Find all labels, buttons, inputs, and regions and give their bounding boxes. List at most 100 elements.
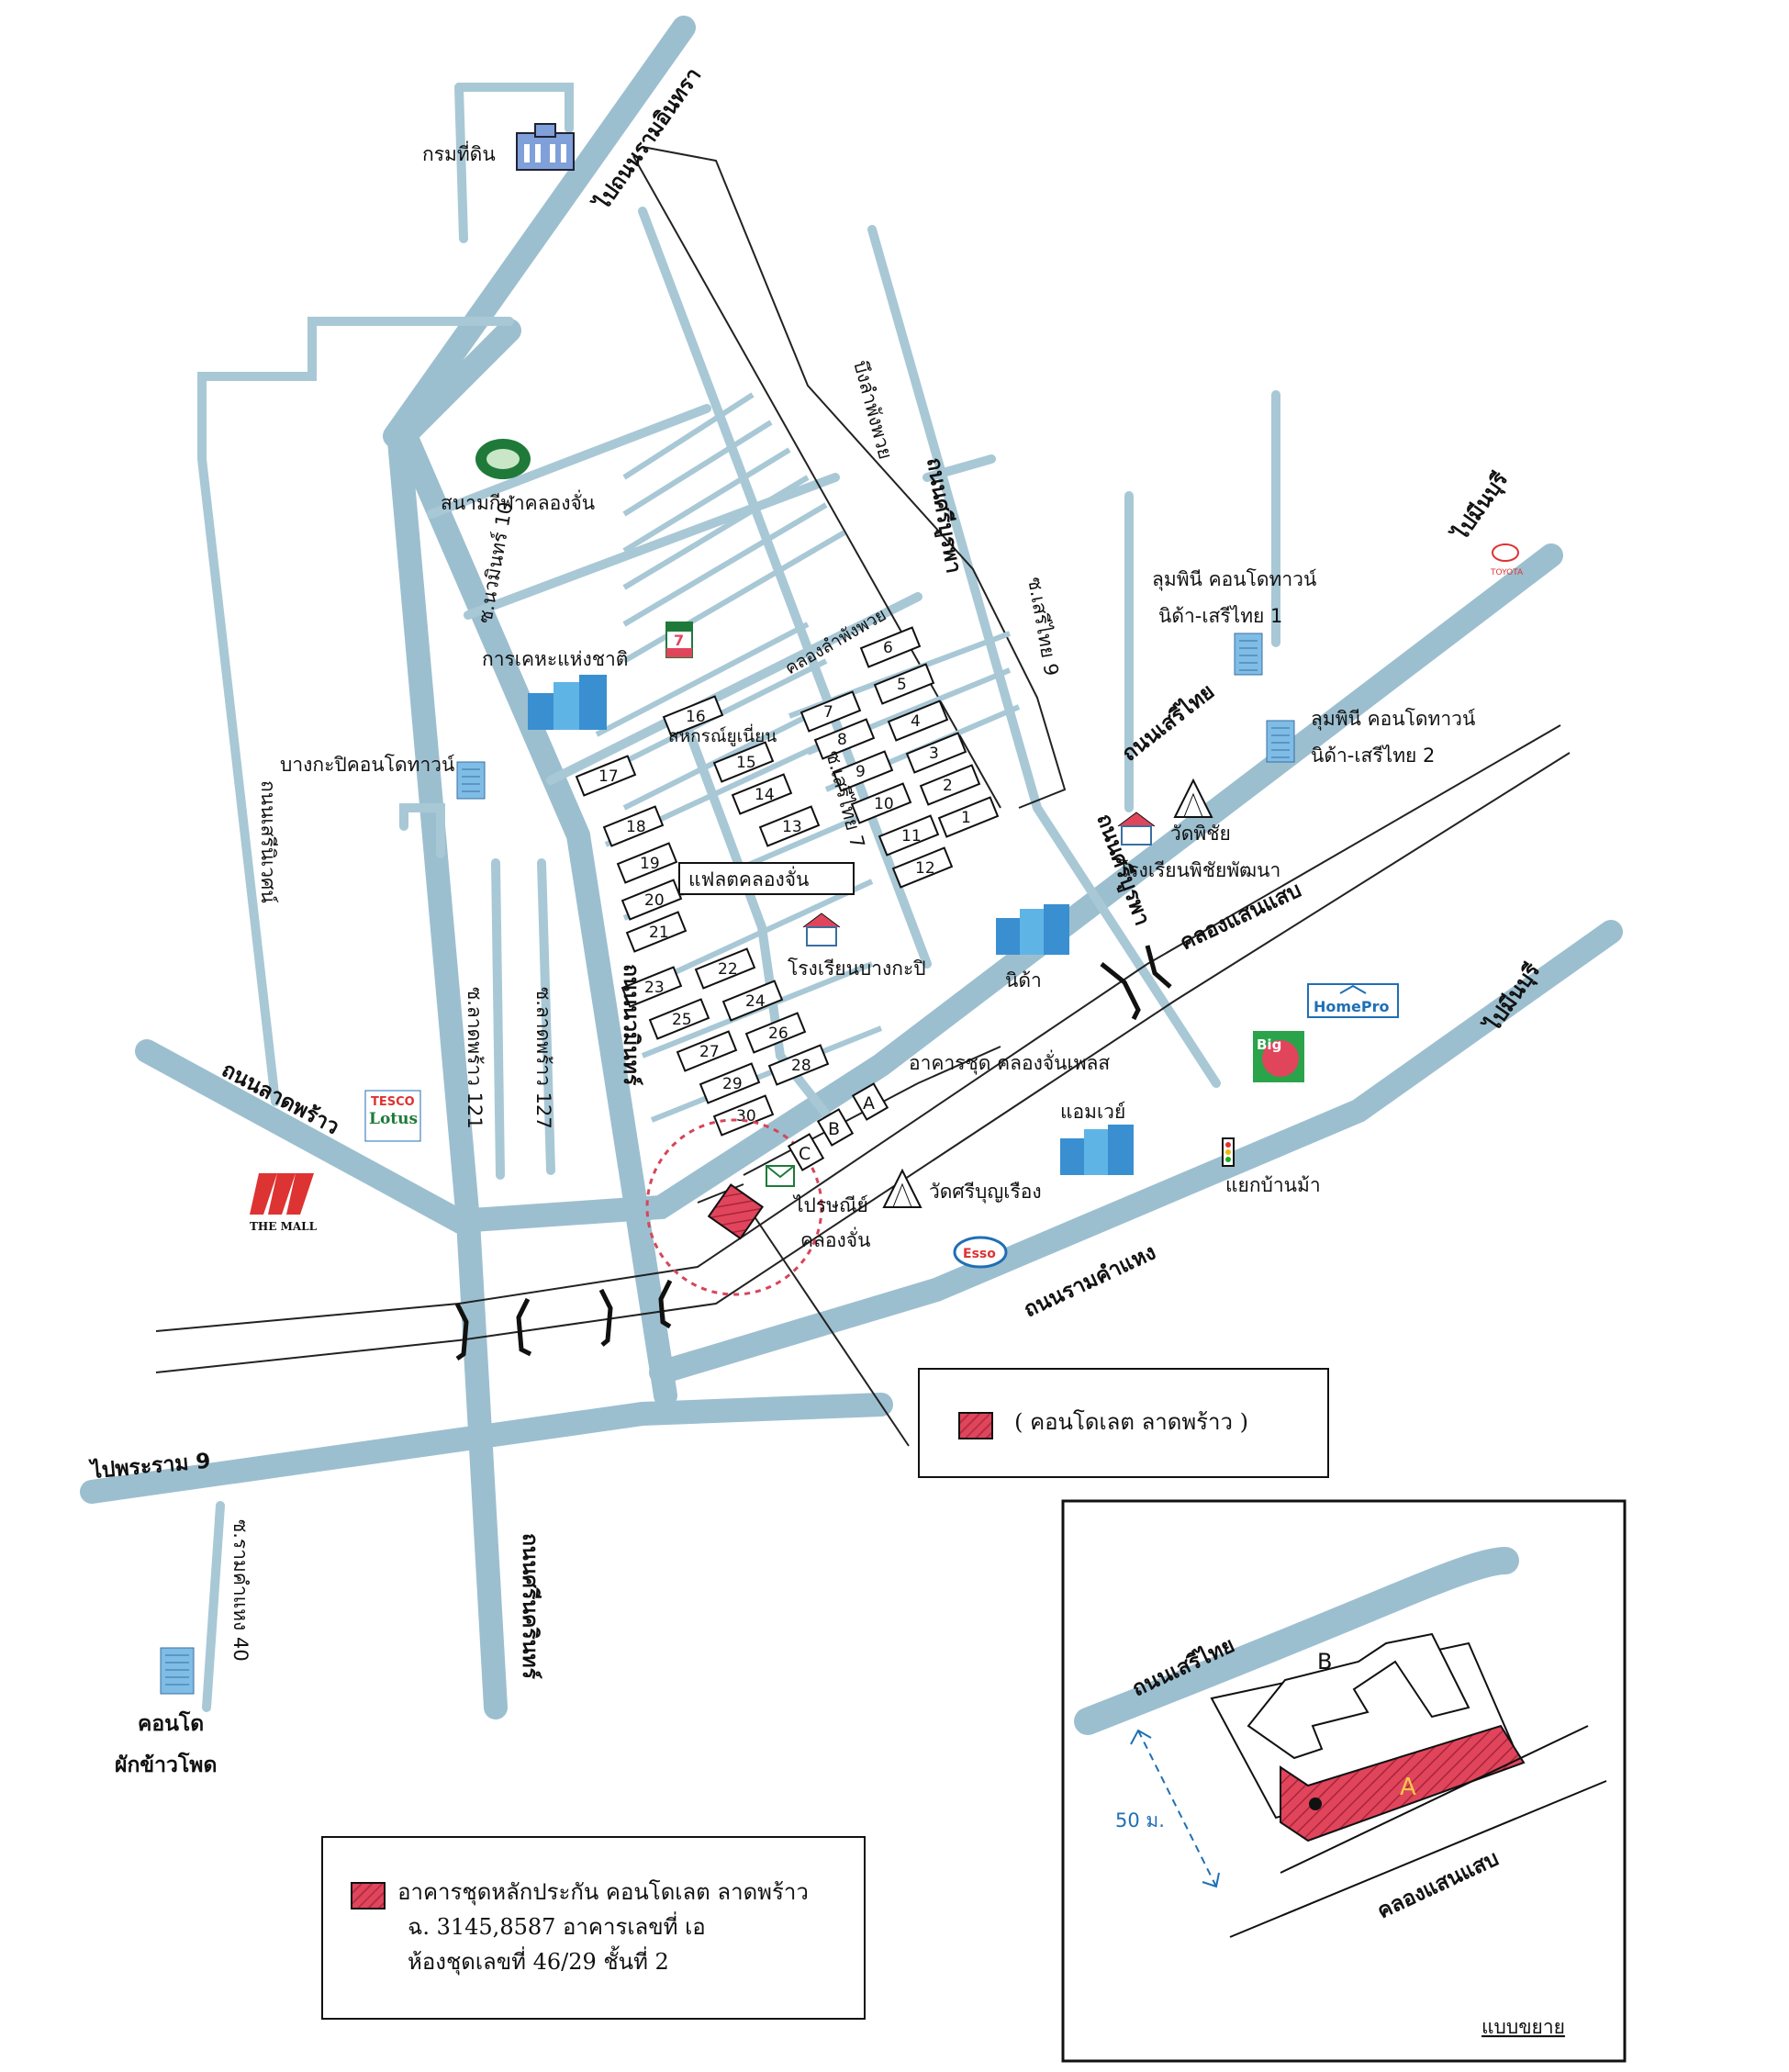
inset-caption: แบบขยาย (1482, 2016, 1565, 2038)
svg-text:TOYOTA: TOYOTA (1490, 568, 1524, 577)
flat-building (919, 764, 981, 806)
canal-klong-saen-saep-lower (155, 752, 1571, 1373)
flat-building (712, 1094, 775, 1137)
road-latphrao121 (491, 858, 505, 1180)
subject-callout: ( คอนโดเลต ลาดพร้าว ) (918, 1368, 1329, 1478)
place-icons: 7 TOYOTA (160, 123, 1524, 1695)
label-latphrao121: ซ.ลาดพร้าว 121 (464, 987, 486, 1129)
road-seriwaiting (197, 317, 514, 464)
svg-text:Esso: Esso (963, 1247, 996, 1261)
flat-building (712, 741, 775, 783)
big-c-logo: Big (1253, 1031, 1304, 1082)
flat-building (873, 663, 935, 705)
flat-building-number: 12 (915, 859, 935, 878)
road-latphrao127 (537, 858, 555, 1175)
legend-line-1: อาคารชุดหลักประกัน คอนโดเลต ลาดพร้าว (397, 1879, 809, 1905)
road-lat-phrao (135, 543, 1563, 1234)
svg-text:HomePro: HomePro (1314, 998, 1390, 1015)
label-lumpini1-b: นิด้า-เสรีไทย 1 (1158, 605, 1282, 627)
flat-building-number: 28 (791, 1057, 811, 1075)
label-condo-pak-b: ผักข้าวโพด (115, 1752, 217, 1777)
flat-building (694, 947, 756, 990)
toyota-icon: TOYOTA (1490, 543, 1524, 577)
flat-building-number: 19 (640, 855, 660, 873)
label-post-office-a: ไปรษณีย์ (792, 1194, 868, 1216)
building-cluster-icon (528, 675, 607, 730)
label-phichai-school: โรงเรียนพิชัยพัฒนา (1118, 859, 1280, 881)
label-wat-phichai: วัดพิชัย (1170, 823, 1231, 845)
label-lumpini2-a: ลุมพินี คอนโดทาวน์ (1311, 708, 1476, 731)
road-left-arterial (386, 319, 521, 1719)
canal-bueng-lam-phang-phuai (642, 146, 1067, 809)
legend-box: อาคารชุดหลักประกัน คอนโดเลต ลาดพร้าว ฉ. … (321, 1836, 866, 2020)
label-bueng-lam-phang-phuai: บึงลำพังพวย (849, 358, 897, 462)
stadium-icon (475, 439, 531, 479)
legend-line-2: ฉ. 3145,8587 อาคารเลขที่ เอ (408, 1914, 706, 1940)
condo-icon (456, 761, 486, 800)
canal-klong-saen-saep-upper (155, 724, 1561, 1332)
major-roads (80, 16, 1623, 1719)
flat-building-number: 17 (598, 767, 619, 786)
flat-building (813, 718, 876, 760)
the-mall-logo: THE MALL (250, 1173, 318, 1233)
label-nida: นิด้า (1005, 969, 1042, 991)
flat-building (625, 911, 688, 953)
flat-building (648, 998, 710, 1040)
flat-building-number: 13 (782, 818, 802, 836)
label-si-burapha-top: ถนนศรีบูรพา (921, 456, 966, 576)
legend-swatch (351, 1881, 386, 1910)
label-min-buri-top: ไปมีนบุรี (1446, 466, 1514, 547)
building-cluster-icon (996, 904, 1069, 955)
svg-text:Big: Big (1257, 1036, 1281, 1053)
label-cooperative: สหกรณ์ยูเนี่ยน (668, 723, 777, 746)
label-lumpini2-b: นิด้า-เสรีไทย 2 (1311, 745, 1435, 767)
inset-distance-label: 50 ม. (1115, 1809, 1165, 1831)
condo-icon (1266, 720, 1295, 763)
block-a-label: A (863, 1093, 875, 1114)
flat-building (887, 700, 949, 742)
flat-building (575, 755, 637, 797)
road-ramkhamhaeng40 (202, 1501, 225, 1712)
flat-building-number: 30 (736, 1107, 756, 1126)
label-wat-sriboonruang: วัดศรีบุญเรือง (929, 1181, 1042, 1204)
bridges (454, 945, 1172, 1361)
label-ramkhamhaeng40: ซ.รามคำแหง 40 (229, 1519, 252, 1662)
flat-building-number: 20 (644, 891, 665, 910)
flat-building-number: 18 (626, 818, 646, 836)
flat-building-number: 23 (644, 979, 665, 997)
school-icon (1117, 812, 1156, 846)
road-si-burapha (867, 225, 1221, 1088)
label-serithai9: ซ.เสรีไทย 9 (1023, 576, 1063, 678)
road-ram-inthra (383, 16, 696, 448)
tesco-lotus-logo: TESCO Lotus (364, 1090, 421, 1142)
flat-building-number: 14 (755, 786, 775, 804)
flat-building (731, 773, 793, 815)
flat-building-number: 27 (699, 1043, 720, 1061)
bridge-2 (598, 1288, 613, 1347)
flat-building-number: 2 (943, 777, 953, 795)
label-bangkapi-condotown: บางกะปิคอนโดทาวน์ (280, 754, 455, 776)
label-ban-ma-junction: แยกบ้านม้า (1225, 1174, 1321, 1196)
bridge-3 (1100, 962, 1141, 1021)
homepro-logo: HomePro (1307, 983, 1399, 1018)
subject-pointer-line (747, 1206, 910, 1447)
legend-line-3: ห้องชุดเลขที่ 46/29 ชั้นที่ 2 (408, 1949, 669, 1975)
label-condo-pak-a: คอนโด (138, 1710, 204, 1736)
flat-building (878, 814, 940, 857)
building-cluster-icon (1060, 1125, 1134, 1175)
mail-icon (766, 1165, 795, 1187)
flat-klongchan-box (678, 862, 855, 895)
flat-building-number: 16 (686, 708, 706, 726)
condo-icon (1234, 633, 1263, 676)
flat-building (891, 846, 954, 889)
flat-building-number: 29 (722, 1075, 743, 1093)
callout-label: ( คอนโดเลต ลาดพร้าว ) (1014, 1409, 1248, 1435)
label-stadium: สนามกีฬาคลองจั่น (441, 489, 595, 514)
inset-road (1074, 1547, 1519, 1735)
label-national-housing: การเคหะแห่งชาติ (482, 648, 628, 670)
flat-building (602, 805, 665, 847)
label-flat-klongchan: แฟลตคลองจั่น (688, 866, 809, 890)
flat-building (767, 1044, 830, 1086)
flat-building (662, 695, 724, 737)
